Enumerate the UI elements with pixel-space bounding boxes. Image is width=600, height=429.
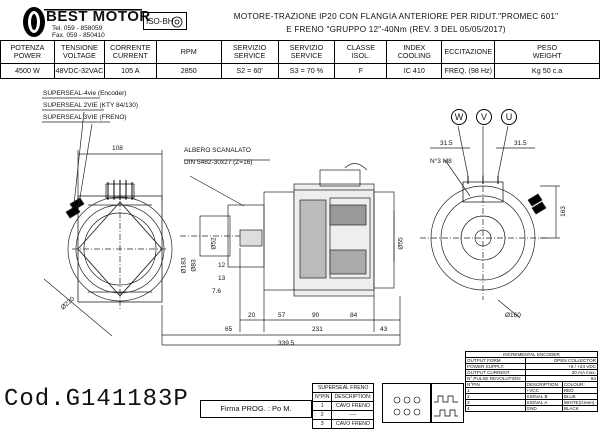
spec-head-excitation: ECCITAZIONE <box>441 40 496 64</box>
spec-value-row: 4500 W 48VDC-32VAC 105 A 2850 S2 = 60' S… <box>0 63 600 79</box>
dim-7-6: 7.6 <box>212 288 222 295</box>
dim-55: Ø55 <box>397 237 405 250</box>
tel-text: Tel. 059 - 858059 <box>52 25 103 32</box>
drawing-title: MOTORE-TRAZIONE IP20 CON FLANGIA ANTERIO… <box>196 10 596 36</box>
superseal-2vie-label: SUPERSEAL 2VIE (KTY 84/130) <box>43 102 139 109</box>
superseal-4vie-label: SUPERSEAL-4vie (Encoder) <box>43 90 127 97</box>
dim-20: 20 <box>248 312 256 319</box>
drawing-code: Cod.G141183P <box>4 386 189 413</box>
sf-head-pin: N°PIN <box>311 392 333 402</box>
side-view <box>161 159 401 346</box>
superseal-freno-title: SUPERSEAL FRENO <box>311 383 375 393</box>
title-line-2: E FRENO "GRUPPO 12"-40Nm (REV. 3 DEL 05/… <box>286 25 506 34</box>
iso-text: ISO-BH <box>146 17 174 26</box>
spec-value-rpm: 2850 <box>155 63 222 79</box>
terminal-v: V <box>476 109 492 125</box>
spec-head-cooling: INDEX COOLING <box>386 40 443 64</box>
spec-value-class: F <box>334 63 388 79</box>
dim-31-5-left: 31.5 <box>440 140 453 147</box>
front-flange-view <box>65 180 173 310</box>
sequence-icon <box>393 396 421 416</box>
fax-text: Fax. 059 - 850410 <box>52 32 105 39</box>
dim-31-5-right: 31.5 <box>514 140 527 147</box>
spec-value-service-s3: S3 = 70 % <box>277 63 336 79</box>
iso-mark-icon <box>171 16 183 28</box>
spec-value-cooling: IC 410 <box>386 63 443 79</box>
contact-info: Tel. 059 - 858059 Fax. 059 - 850410 <box>52 25 105 39</box>
title-block: BEST MOTOR Tel. 059 - 858059 Fax. 059 - … <box>0 0 600 79</box>
dim-183: Ø183 <box>180 257 188 274</box>
dim-90: 90 <box>312 312 320 319</box>
sf-head-desc: DESCRIPTION: <box>331 392 375 402</box>
dim-231: 231 <box>312 326 323 333</box>
signature-box: Firma PROG. : Po M. <box>200 400 312 418</box>
spec-value-voltage: 48VDC-32VAC <box>53 63 105 79</box>
sequence-diagram <box>382 383 432 423</box>
brand-name: BEST MOTOR <box>46 8 151 25</box>
spec-value-current: 105 A <box>103 63 157 79</box>
table-row: 2---- <box>311 410 375 420</box>
dim-13: 13 <box>218 275 226 282</box>
dim-84: 84 <box>350 312 358 319</box>
superseal-3vie-label: SUPERSEAL 3VIE (FRENO) <box>43 114 127 121</box>
iso-badge: ISO-BH <box>143 12 187 30</box>
dim-160: Ø160 <box>505 312 521 319</box>
terminal-w: W <box>451 109 467 125</box>
spec-value-power: 4500 W <box>0 63 55 79</box>
terminal-u: U <box>501 109 517 125</box>
dim-52: Ø52 <box>210 237 218 250</box>
dim-163: 163 <box>559 206 567 217</box>
spec-value-excitation: FREQ. (98 Hz) <box>441 63 496 79</box>
dim-339-5: 339.5 <box>278 340 295 347</box>
rear-view <box>420 125 560 319</box>
dim-65: 65 <box>225 326 233 333</box>
title-line-1: MOTORE-TRAZIONE IP20 CON FLANGIA ANTERIO… <box>233 12 559 21</box>
din-label: DIN 5482-30x27 (Z=16) <box>184 159 253 166</box>
encoder-waveform-icon <box>434 395 458 417</box>
spec-value-weight: Kg 50 c.a <box>494 63 600 79</box>
dim-57: 57 <box>278 312 286 319</box>
dim-83: Ø83 <box>190 259 198 272</box>
holes-label: N°3 M8 <box>430 158 452 165</box>
motor-drawing <box>42 97 560 346</box>
encoder-signal-diagram <box>430 383 464 423</box>
spec-value-service-s2: S2 = 60' <box>220 63 279 79</box>
spec-head-rpm: RPM <box>155 40 222 64</box>
dim-12: 12 <box>218 262 226 269</box>
dim-43: 43 <box>380 326 388 333</box>
encoder-pins-header: N°PIN DESCRIPTION: COLOUR: <box>465 381 599 388</box>
best-motor-logo-icon <box>23 7 142 37</box>
albero-label: ALBERO SCANALATO <box>184 147 251 154</box>
dim-108: 108 <box>112 145 123 152</box>
